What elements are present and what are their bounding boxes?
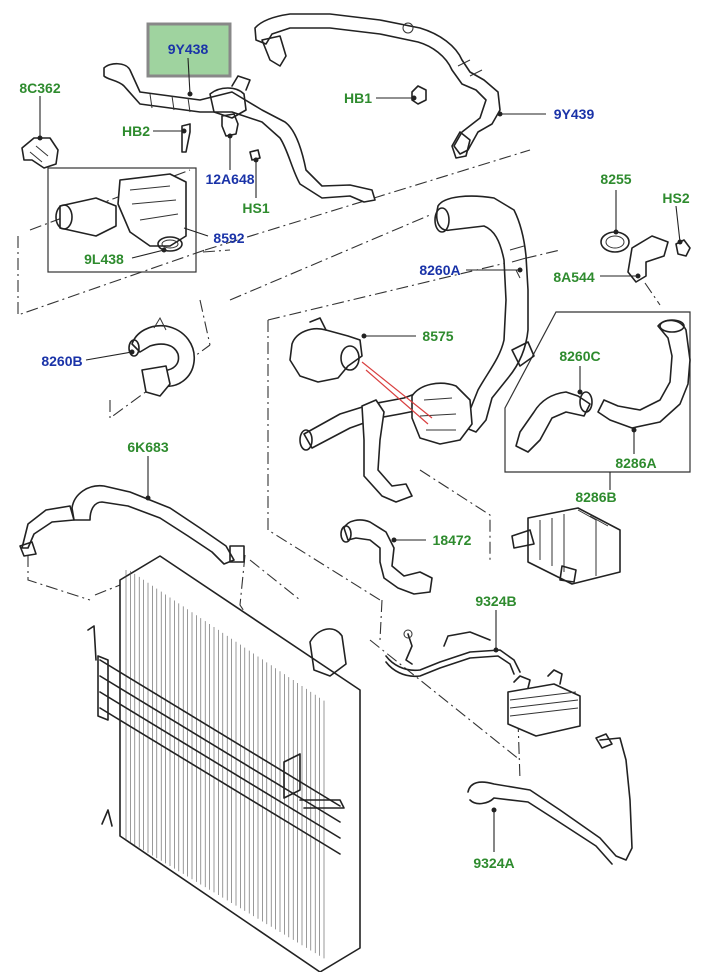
part-labels: 9Y438 8C362 HB2 HB1 9Y439 12A648 HS1 859… [19,41,689,871]
part-8592-thermostat-housing [55,173,187,252]
hose-9y438 [103,62,376,203]
label-hb1: HB1 [344,90,372,106]
hose-8260b [128,316,195,397]
hose-8260a [434,195,535,433]
part-small-oil-cooler [507,669,581,737]
label-hb2: HB2 [122,123,150,139]
label-6k683: 6K683 [127,439,168,455]
label-8260c: 8260C [559,348,600,364]
label-9y438: 9Y438 [168,41,209,57]
hose-8260c [515,391,593,453]
label-8a544: 8A544 [553,269,594,285]
pipe-9324a [467,733,633,865]
pipe-9324b [385,629,521,678]
pipes-lower-center [299,382,473,503]
part-8c362 [21,137,59,169]
hose-8286a [597,319,691,429]
label-8260a: 8260A [419,262,460,278]
part-8286b-cooler [511,507,621,585]
label-12a648: 12A648 [205,171,254,187]
label-8c362: 8C362 [19,80,60,96]
label-18472: 18472 [433,532,472,548]
label-9l438: 9L438 [84,251,124,267]
label-8255: 8255 [600,171,631,187]
label-hs1: HS1 [242,200,269,216]
assembly-boxes [47,167,691,473]
label-8286b: 8286B [575,489,616,505]
label-hs2: HS2 [662,190,689,206]
label-9y439: 9Y439 [554,106,595,122]
hose-9y439 [254,13,501,159]
label-8575: 8575 [422,328,453,344]
label-8286a: 8286A [615,455,656,471]
hose-6k683 [19,484,245,565]
label-9324b: 9324B [475,593,516,609]
leader-lines [37,57,683,852]
label-8260b: 8260B [41,353,82,369]
parts-8255-hs2-8a544 [600,231,691,283]
part-8575-pump [289,317,363,383]
red-callout-lines [361,361,433,425]
label-9324a: 9324A [473,855,514,871]
fittings-top [181,85,427,161]
hose-18472 [340,519,433,595]
label-8592: 8592 [213,230,244,246]
part-radiator [87,555,361,972]
